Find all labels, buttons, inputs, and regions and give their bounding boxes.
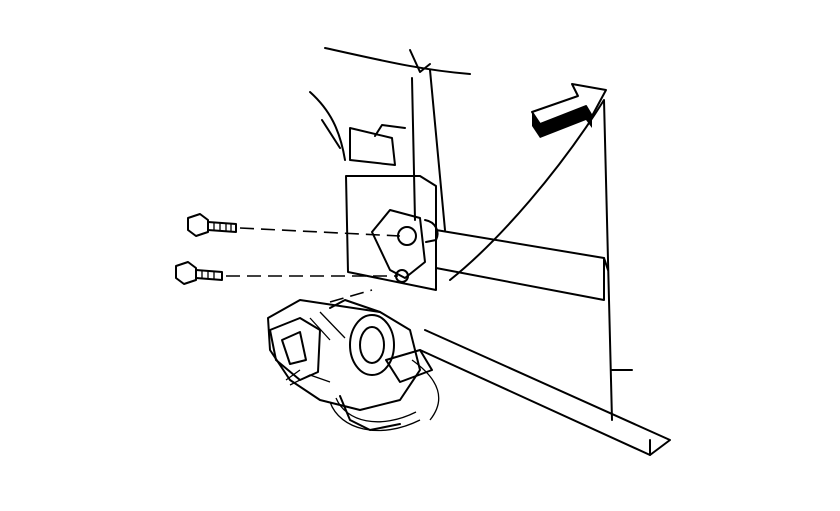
mounting-bracket — [371, 209, 439, 283]
forward-direction-arrow-icon — [531, 83, 607, 138]
actuator-assembly — [267, 299, 440, 432]
bolt-icon — [187, 213, 237, 237]
bolt-icon — [175, 261, 223, 285]
vehicle-body-panel — [309, 47, 671, 456]
alignment-line — [239, 227, 401, 237]
alignment-line — [329, 289, 373, 303]
